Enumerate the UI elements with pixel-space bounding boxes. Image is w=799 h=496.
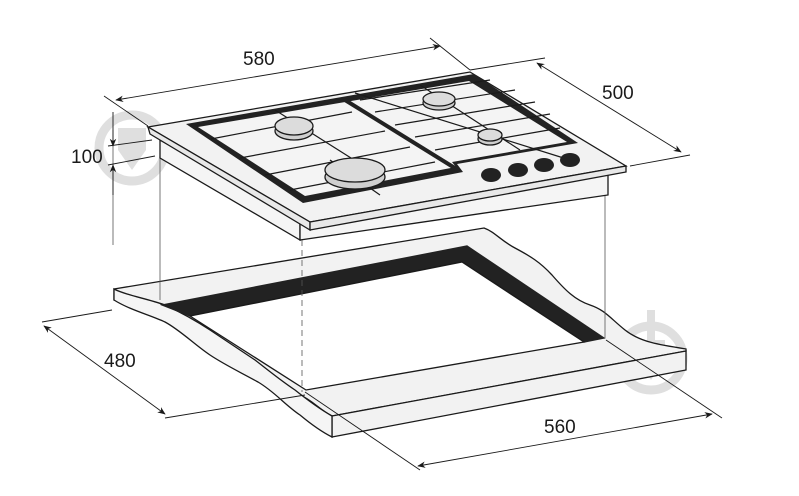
dimension-lines <box>41 37 723 471</box>
hob <box>146 71 628 242</box>
burner-rear-right <box>422 91 456 111</box>
burner-rear-left <box>274 116 314 141</box>
burner-front-left <box>324 157 386 190</box>
dimension-hob-width: 580 <box>243 49 275 70</box>
countertop <box>113 227 687 439</box>
dimension-cutout-depth: 480 <box>104 351 136 372</box>
control-knobs <box>481 153 580 182</box>
dimension-cutout-width: 560 <box>544 417 576 438</box>
dimension-hob-depth: 500 <box>602 83 634 104</box>
watermark-icon <box>94 110 170 186</box>
burner-front-right <box>477 128 503 146</box>
dimension-clearance-height: 100 <box>71 147 103 168</box>
